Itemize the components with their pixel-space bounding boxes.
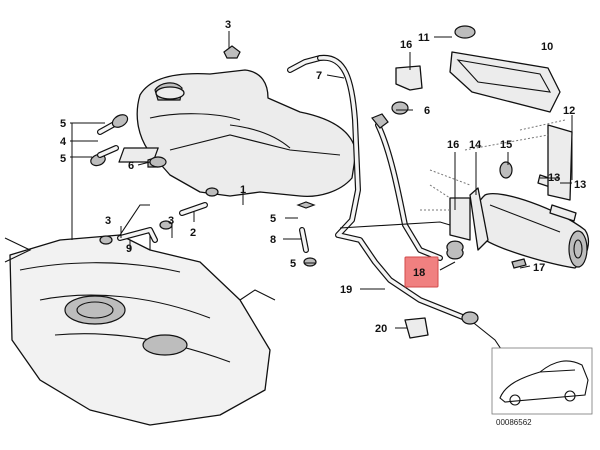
callout-1: 1	[240, 184, 246, 196]
callout-8: 8	[270, 234, 276, 246]
assembly-guide-lines	[420, 119, 566, 211]
callout-labels: 3 7 5 4 5 6 1 3 3 2 9 5 8 5 11 10 16 6 1…	[60, 19, 586, 427]
callout-11: 11	[418, 32, 430, 44]
callout-19: 19	[340, 284, 352, 296]
callout-18: 18	[413, 267, 425, 279]
vehicle-location-thumbnail	[491, 347, 593, 415]
callout-5-left-bottom: 5	[60, 153, 66, 165]
callout-5-left-top: 5	[60, 118, 66, 130]
callout-15: 15	[500, 139, 512, 151]
callout-16-mid: 16	[447, 139, 459, 151]
callout-5-center-bottom: 5	[290, 258, 296, 270]
small-brackets-top	[149, 65, 429, 339]
fuel-tank-assembly-lower	[4, 204, 276, 426]
fuel-pipes	[317, 54, 506, 366]
callout-9: 9	[126, 243, 132, 255]
callout-6-right: 6	[424, 105, 430, 117]
canister-cover-tray	[449, 25, 561, 113]
callout-20: 20	[375, 323, 387, 335]
callout-3-mid-left: 3	[105, 215, 111, 227]
callout-6-left: 6	[128, 160, 134, 172]
callout-12: 12	[563, 105, 575, 117]
highlight-badge	[404, 256, 439, 288]
callout-13-upper: 13	[548, 172, 560, 184]
callout-5-center-top: 5	[270, 213, 276, 225]
activated-charcoal-canister	[446, 124, 589, 269]
callout-7: 7	[316, 70, 322, 82]
callout-16-top: 16	[400, 39, 412, 51]
callout-3-top: 3	[225, 19, 231, 31]
callout-4: 4	[60, 136, 67, 148]
callout-3-mid-right: 3	[168, 215, 174, 227]
diagram-reference-number: 00086562	[496, 418, 532, 427]
fuel-tank-upper	[118, 69, 357, 198]
callout-leader-lines	[70, 31, 573, 329]
callout-14: 14	[469, 139, 482, 151]
callout-10: 10	[541, 41, 553, 53]
callout-13-lower: 13	[574, 179, 586, 191]
callout-2: 2	[190, 227, 196, 239]
callout-17: 17	[533, 262, 545, 274]
